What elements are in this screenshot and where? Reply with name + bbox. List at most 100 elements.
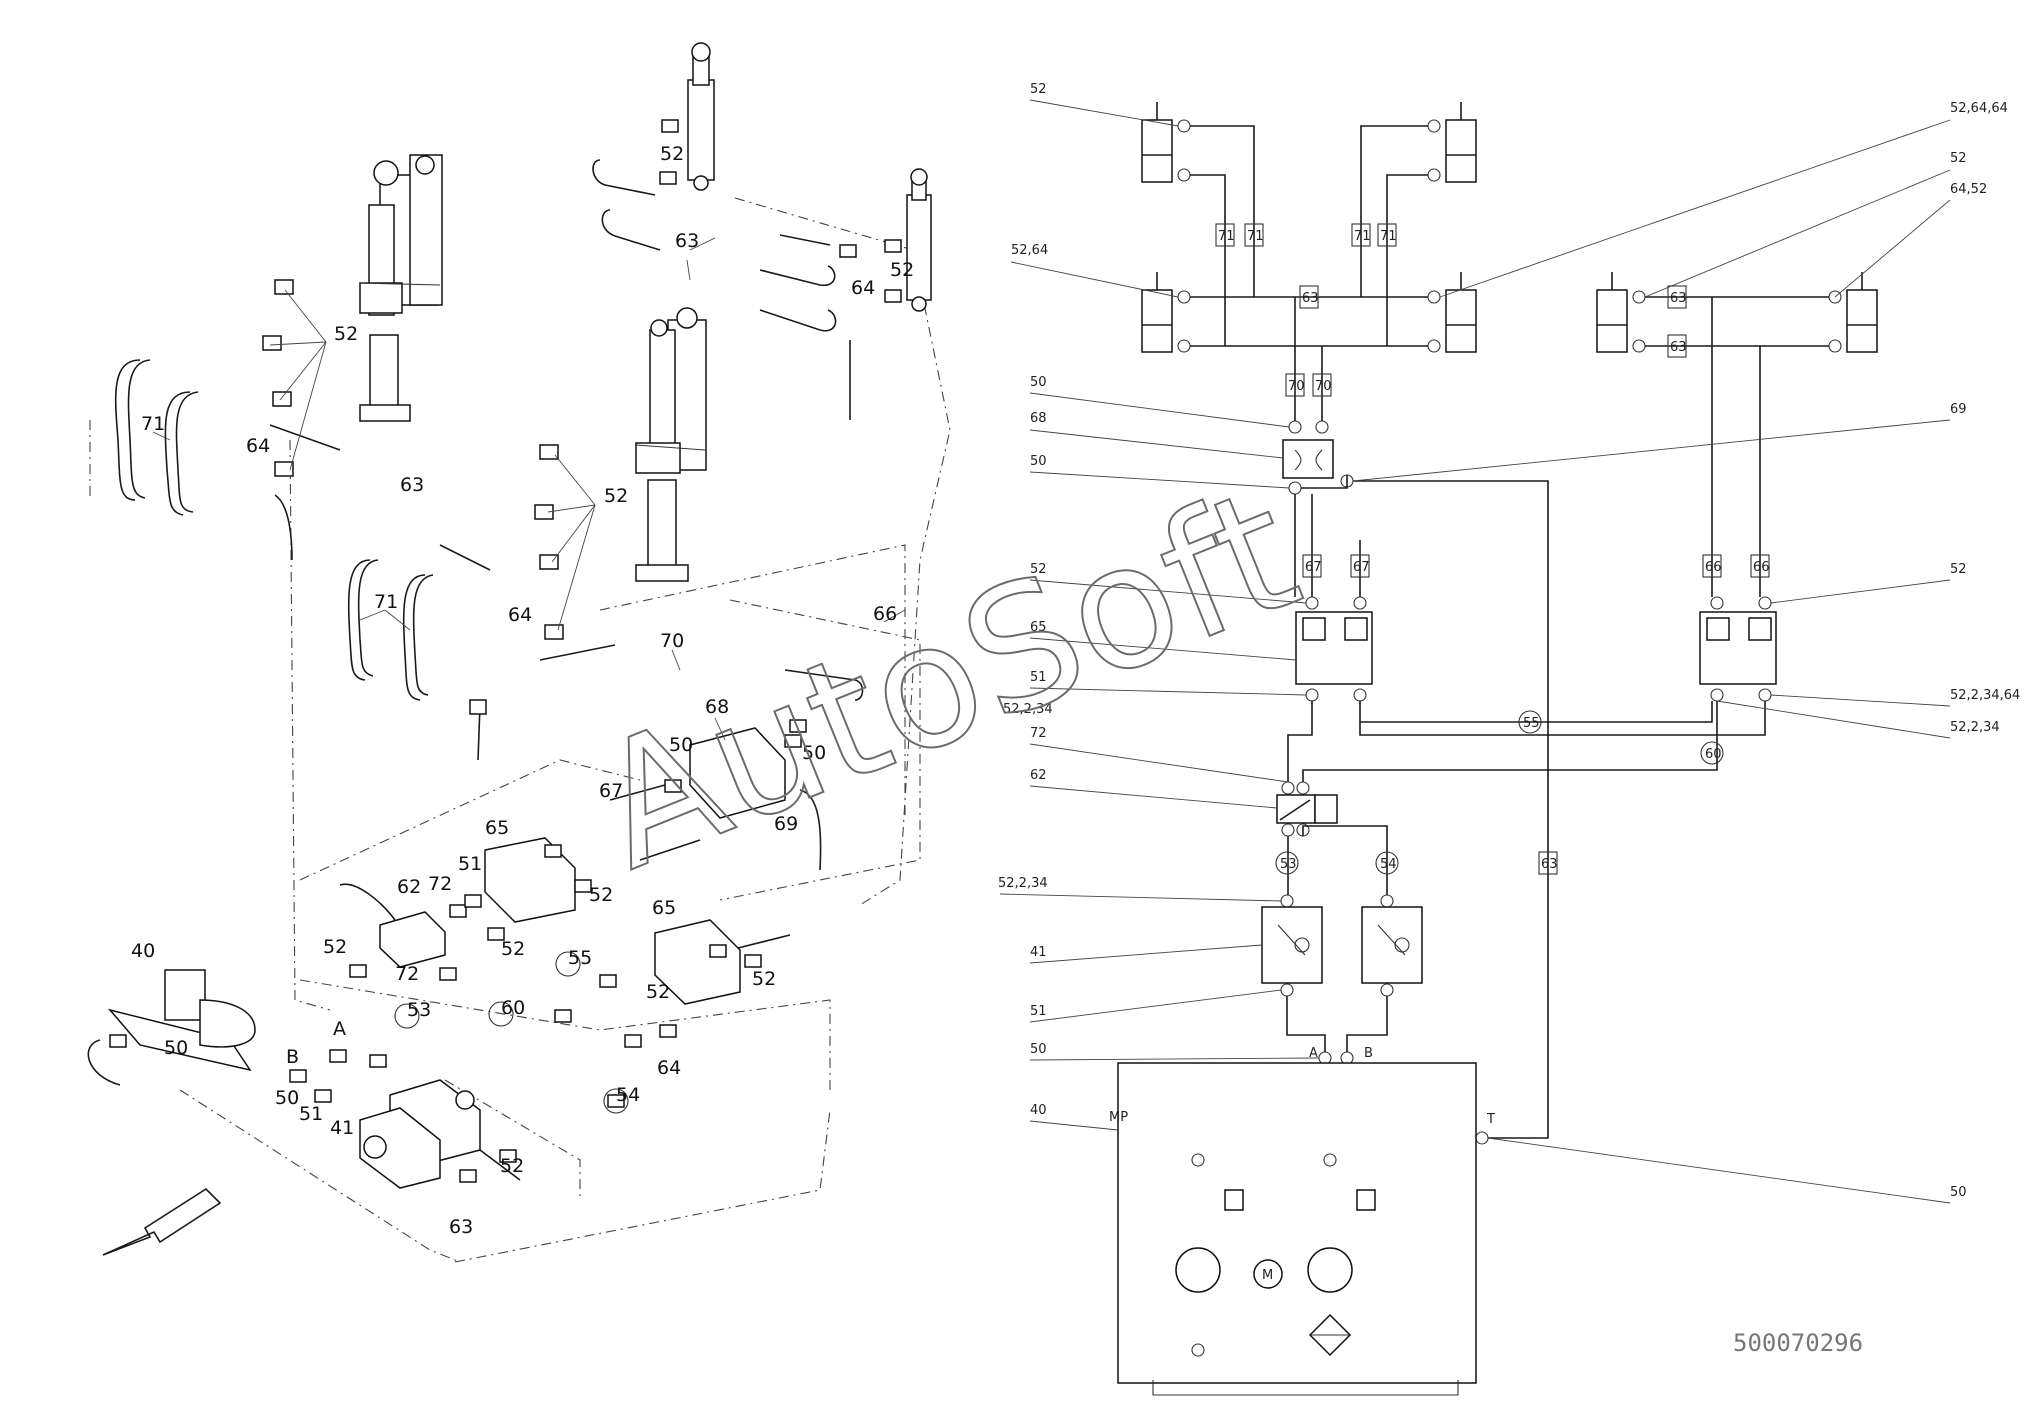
part-label-15: 50	[802, 742, 826, 764]
svg-text:54: 54	[1380, 857, 1397, 872]
svg-text:70: 70	[1315, 379, 1332, 394]
line-tag-1: 71	[1244, 223, 1264, 247]
part-label-32: 60	[501, 997, 525, 1019]
schematic-label-13: 52,2,34	[1003, 702, 1053, 717]
part-label-30: 52	[646, 981, 670, 1003]
schematic-label-25: B	[1364, 1046, 1373, 1061]
schematic-label-15: 52,2,34,64	[1950, 688, 2020, 703]
part-label-12: 66	[873, 603, 897, 625]
part-label-17: 69	[774, 813, 798, 835]
line-tag-12: 66	[1750, 554, 1770, 578]
schematic-label-19: 41	[1030, 945, 1047, 960]
line-tag-16: 54	[1375, 851, 1399, 875]
fittings	[109, 119, 902, 1183]
part-label-20: 62	[397, 876, 421, 898]
svg-text:67: 67	[1353, 560, 1370, 575]
hoses	[87, 159, 864, 1181]
part-label-11: 70	[660, 630, 684, 652]
svg-text:66: 66	[1753, 560, 1770, 575]
valve-blocks	[107, 727, 786, 1189]
schematic-label-12: 51	[1030, 670, 1047, 685]
part-label-3: 52	[890, 259, 914, 281]
part-label-26: 72	[395, 963, 419, 985]
part-label-19: 51	[458, 853, 482, 875]
schematic-valves: M	[1117, 439, 1777, 1396]
schematic-label-2: 52	[1950, 151, 1967, 166]
svg-text:55: 55	[1523, 716, 1540, 731]
schematic-label-26: T	[1486, 1112, 1495, 1127]
schematic-label-11: 65	[1030, 620, 1047, 635]
part-label-13: 68	[705, 696, 729, 718]
part-label-28: 55	[568, 947, 592, 969]
part-label-22: 52	[589, 884, 613, 906]
cylinder-right	[906, 168, 932, 312]
line-tag-7: 70	[1285, 373, 1305, 397]
svg-text:53: 53	[1280, 857, 1297, 872]
svg-text:60: 60	[1705, 747, 1722, 762]
part-label-40: 41	[330, 1117, 354, 1139]
schematic-label-24: A	[1309, 1046, 1318, 1061]
svg-text:67: 67	[1305, 560, 1322, 575]
part-label-21: 72	[428, 873, 452, 895]
svg-text:71: 71	[1380, 229, 1397, 244]
part-label-34: A	[333, 1018, 346, 1040]
line-tag-17: 63	[1538, 851, 1558, 875]
part-label-5: 71	[141, 413, 165, 435]
svg-text:70: 70	[1288, 379, 1305, 394]
schematic-leaders	[999, 99, 1951, 1204]
schematic-label-7: 69	[1950, 402, 1967, 417]
part-label-27: 52	[501, 938, 525, 960]
exploded-view	[87, 42, 951, 1263]
part-label-16: 67	[599, 780, 623, 802]
schematic-cylinders	[1141, 102, 1878, 353]
part-label-33: 50	[164, 1037, 188, 1059]
schematic-label-3: 64,52	[1950, 182, 1987, 197]
line-tag-13: 55	[1518, 710, 1542, 734]
part-label-35: 64	[657, 1057, 681, 1079]
line-tag-8: 70	[1312, 373, 1332, 397]
part-label-8: 52	[604, 485, 628, 507]
schematic-label-16: 52,2,34	[1950, 720, 2000, 735]
svg-text:63: 63	[1541, 857, 1558, 872]
line-tag-2: 71	[1351, 223, 1371, 247]
part-label-7: 63	[400, 474, 424, 496]
schematic-label-6: 68	[1030, 411, 1047, 426]
part-label-41: 52	[500, 1155, 524, 1177]
line-tag-5: 63	[1667, 285, 1687, 309]
part-label-29: 52	[752, 968, 776, 990]
svg-text:71: 71	[1354, 229, 1371, 244]
schematic-label-10: 52	[1950, 562, 1967, 577]
schematic-label-17: 62	[1030, 768, 1047, 783]
cylinder-assembly-2	[635, 307, 707, 582]
schematic-label-14: 72	[1030, 726, 1047, 741]
schematic-label-23: 50	[1950, 1185, 1967, 1200]
leader-lines	[152, 237, 906, 741]
part-label-23: 65	[652, 897, 676, 919]
part-label-2: 64	[851, 277, 875, 299]
part-label-36: B	[286, 1046, 299, 1068]
schematic-label-8: 50	[1030, 454, 1047, 469]
part-label-9: 71	[374, 591, 398, 613]
part-label-4: 52	[334, 323, 358, 345]
schematic-label-21: 50	[1030, 1042, 1047, 1057]
svg-text:66: 66	[1705, 560, 1722, 575]
line-tag-14: 60	[1700, 741, 1724, 765]
part-label-42: 63	[449, 1216, 473, 1238]
svg-text:63: 63	[1670, 291, 1687, 306]
line-tag-9: 67	[1302, 554, 1322, 578]
watermark-text: AutoSoft	[571, 451, 1322, 908]
part-label-39: 54	[616, 1084, 640, 1106]
schematic-label-4: 52,64	[1011, 243, 1048, 258]
schematic-label-18: 52,2,34	[998, 876, 1048, 891]
svg-text:63: 63	[1302, 291, 1319, 306]
cylinder-top	[687, 42, 715, 191]
svg-text:71: 71	[1218, 229, 1235, 244]
schematic-label-5: 50	[1030, 375, 1047, 390]
svg-text:M: M	[1262, 1268, 1273, 1283]
drawing-number: 500070296	[1733, 1329, 1863, 1357]
line-tag-3: 71	[1377, 223, 1397, 247]
